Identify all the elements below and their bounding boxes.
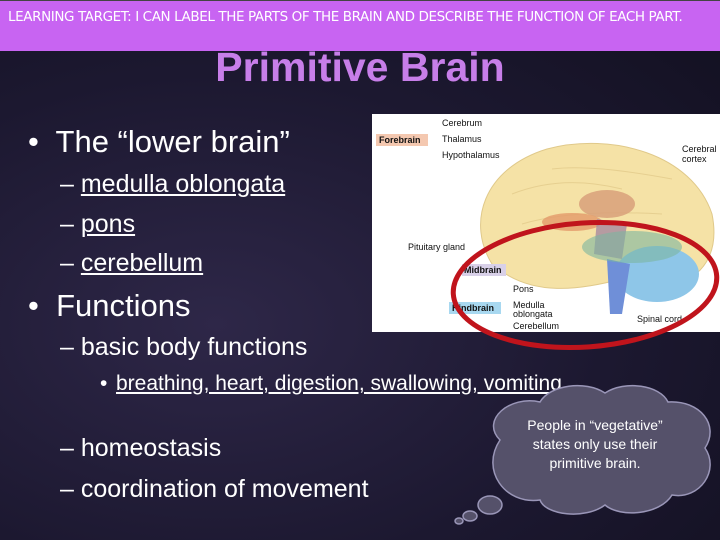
svg-text:Hindbrain: Hindbrain — [452, 303, 494, 313]
svg-text:Pituitary gland: Pituitary gland — [408, 242, 465, 252]
svg-text:Pons: Pons — [513, 284, 534, 294]
sub-bullet: – medulla oblongata — [60, 170, 286, 198]
sub-bullet: – coordination of movement — [60, 475, 369, 503]
svg-text:oblongata: oblongata — [513, 309, 553, 319]
bullet-functions: • Functions — [28, 288, 191, 323]
svg-text:Cerebral: Cerebral — [682, 144, 717, 154]
sub-bullet: – basic body functions — [60, 333, 308, 361]
svg-text:Thalamus: Thalamus — [442, 134, 482, 144]
sub-sub-bullet: •breathing, heart, digestion, swallowing… — [100, 372, 562, 395]
svg-text:Medulla: Medulla — [513, 300, 545, 310]
svg-text:Hypothalamus: Hypothalamus — [442, 150, 500, 160]
brain-diagram: Forebrain Cerebrum Thalamus Hypothalamus… — [372, 114, 720, 332]
slide-title: Primitive Brain — [215, 44, 505, 90]
sub-bullet: – cerebellum — [60, 249, 204, 277]
learning-target-banner: LEARNING TARGET: I CAN LABEL THE PARTS O… — [0, 0, 720, 51]
svg-text:Spinal cord: Spinal cord — [637, 314, 682, 324]
svg-text:Cerebrum: Cerebrum — [442, 118, 482, 128]
svg-text:Cerebellum: Cerebellum — [513, 321, 559, 331]
svg-text:Midbrain: Midbrain — [464, 265, 502, 275]
bullet-lower-brain: • The “lower brain” — [28, 124, 290, 159]
sub-bullet: – homeostasis — [60, 434, 222, 462]
callout-text: People in “vegetative” states only use t… — [527, 417, 663, 471]
sub-bullet: – pons — [60, 210, 136, 238]
svg-text:cortex: cortex — [682, 154, 707, 164]
svg-text:Forebrain: Forebrain — [379, 135, 421, 145]
